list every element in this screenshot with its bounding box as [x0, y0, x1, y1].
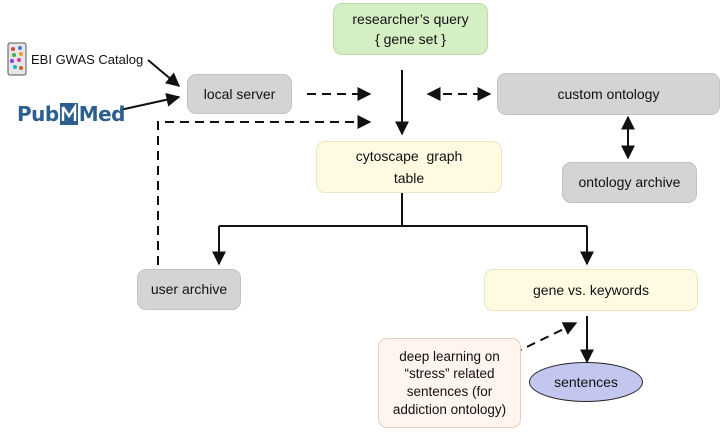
ontology-archive-node: ontology archive [562, 162, 697, 203]
arrow-pubmed-to-server [119, 92, 181, 111]
cytoscape-graph-table-node: cytoscape graph table [316, 141, 502, 193]
user-archive-label: user archive [150, 281, 228, 297]
deep-learning-line-4: addiction ontology) [392, 401, 507, 417]
deep-learning-line-3: sentences (for [406, 384, 493, 399]
ebi-gwas-catalog-logo: EBI GWAS Catalog [6, 42, 143, 76]
gene-vs-keywords-node: gene vs. keywords [484, 269, 698, 311]
local-server-node: local server [187, 74, 292, 114]
custom-ontology-label: custom ontology [557, 85, 660, 102]
pubmed-pub-text: Pub [17, 102, 59, 126]
arrow-user-archive-to-hub [157, 115, 372, 265]
query-line-1: researcher’s query [352, 10, 469, 27]
sentences-label: sentences [554, 374, 618, 390]
arrow-ebi-to-server [147, 59, 181, 87]
pubmed-m-icon [59, 103, 78, 125]
ontology-archive-label: ontology archive [578, 174, 681, 190]
researchers-query-node: researcher’s query { gene set } [333, 3, 488, 55]
deep-learning-line-2: “stress” related [404, 366, 495, 382]
cytoscape-line-1: cytoscape graph [355, 147, 463, 164]
deep-learning-line-1: deep learning on [399, 348, 500, 364]
custom-ontology-node: custom ontology [497, 73, 720, 115]
ebi-gwas-label: EBI GWAS Catalog [31, 51, 144, 67]
pubmed-med-text: Med [78, 102, 126, 126]
cytoscape-line-2: table [393, 170, 425, 186]
user-archive-node: user archive [137, 269, 241, 310]
local-server-label: local server [203, 85, 276, 102]
pubmed-logo: Pub Med [17, 102, 126, 126]
ebi-gwas-icon [7, 42, 27, 76]
query-line-2: { gene set } [375, 31, 446, 47]
deep-learning-node: deep learning on “stress” related senten… [378, 338, 521, 428]
gene-keywords-label: gene vs. keywords [533, 281, 649, 298]
sentences-node: sentences [529, 362, 643, 402]
